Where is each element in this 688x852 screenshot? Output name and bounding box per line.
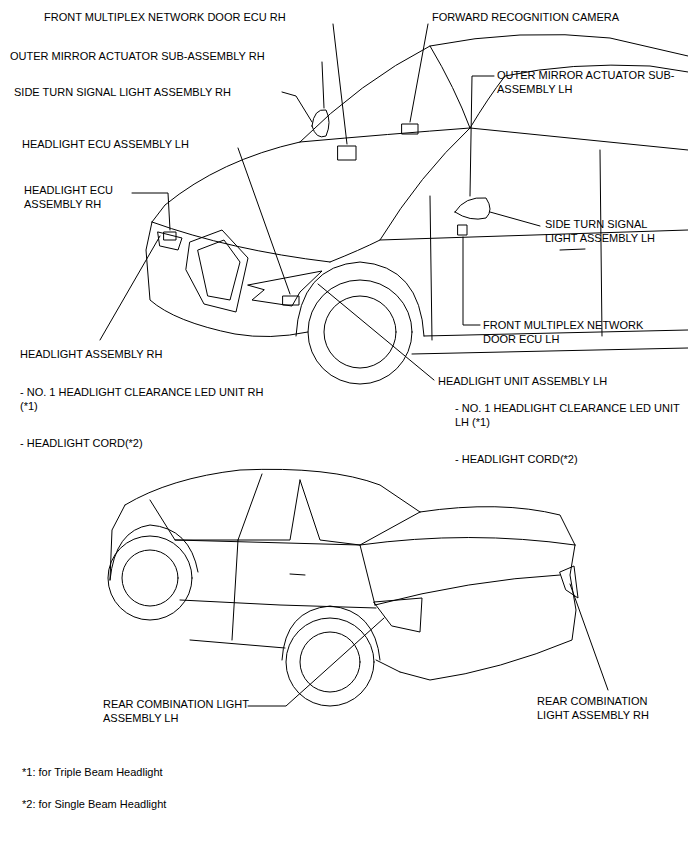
part-name: HEADLIGHT ECU ASSEMBLY LH: [22, 137, 242, 151]
part-name: HEADLIGHT ASSEMBLY RH: [20, 347, 220, 361]
front-car: [100, 24, 688, 384]
car-outline: [175, 540, 375, 605]
headlight-ecu-lh: [283, 296, 299, 305]
leader-line: [318, 284, 434, 380]
grille: [198, 240, 240, 300]
part-name: OUTER MIRROR ACTUATOR SUB-ASSEMBLY RH: [10, 49, 330, 63]
part-name: SIDE TURN SIGNAL LIGHT ASSEMBLY LH: [545, 217, 681, 245]
leader-line: [132, 193, 170, 230]
part-name: HEADLIGHT UNIT ASSEMBLY LH: [438, 374, 678, 388]
leader-line: [322, 62, 324, 108]
part-name: FRONT MULTIPLEX NETWORK DOOR ECU LH: [483, 318, 679, 346]
part-name: FRONT MULTIPLEX NETWORK DOOR ECU RH: [44, 10, 344, 24]
part-name: - NO. 1 HEADLIGHT CLEARANCE LED UNIT RH …: [20, 385, 270, 413]
leader-line: [410, 24, 428, 122]
rear-light-rh: [560, 566, 578, 598]
car-outline: [146, 222, 308, 337]
part-name: REAR COMBINATION LIGHT ASSEMBLY RH: [537, 694, 677, 722]
door-handle: [290, 574, 305, 575]
part-name: - HEADLIGHT CORD(*2): [20, 436, 220, 450]
car-outline: [110, 505, 125, 580]
door-ecu-rh: [338, 146, 356, 160]
grille: [186, 230, 248, 312]
rear-wheel: [286, 618, 374, 706]
door-handle: [560, 249, 585, 250]
headlight-ecu-rh: [164, 232, 176, 240]
mirror-lh: [455, 198, 490, 219]
front-wheel: [324, 296, 396, 368]
footnote: *1: for Triple Beam Headlight: [22, 765, 322, 779]
car-outline: [300, 480, 420, 545]
part-name: REAR COMBINATION LIGHT ASSEMBLY LH: [103, 697, 253, 725]
rear-wheel: [300, 632, 360, 692]
car-outline: [376, 660, 400, 672]
leader-line: [570, 584, 608, 690]
headlight-rh: [158, 232, 182, 250]
rear-wheel: [122, 550, 178, 606]
leader-line: [100, 236, 160, 340]
car-outline: [152, 142, 300, 222]
car-outline: [152, 222, 330, 262]
car-outline: [470, 128, 688, 150]
car-outline: [125, 469, 420, 512]
car-outline: [430, 46, 470, 128]
leader-line: [463, 237, 480, 325]
car-outline: [360, 538, 575, 546]
part-name: OUTER MIRROR ACTUATOR SUB-ASSEMBLY LH: [497, 68, 677, 96]
wheel-arch: [296, 262, 424, 336]
door-ecu-lh: [458, 225, 467, 235]
leader-line: [282, 92, 312, 122]
rear-light-lh: [374, 598, 422, 632]
leader-line: [470, 76, 494, 196]
headlight-lh: [248, 271, 322, 306]
footnote: *2: for Single Beam Headlight: [22, 797, 322, 811]
car-outline: [412, 348, 688, 354]
car-outline: [470, 65, 688, 128]
car-outline: [330, 128, 470, 262]
part-name: FORWARD RECOGNITION CAMERA: [432, 10, 662, 24]
car-outline: [420, 507, 575, 545]
car-outline: [238, 474, 262, 540]
car-outline: [300, 128, 470, 142]
rear-wheel: [108, 536, 192, 620]
part-name: HEADLIGHT ECU ASSEMBLY RH: [24, 183, 134, 211]
leader-line: [490, 212, 540, 226]
door-line: [430, 196, 432, 340]
car-outline: [180, 600, 376, 608]
car-outline: [300, 34, 688, 142]
car-outline: [375, 575, 560, 605]
leader-line: [238, 148, 290, 294]
car-outline: [190, 640, 285, 648]
part-name: - HEADLIGHT CORD(*2): [455, 452, 655, 466]
leader-line: [333, 24, 347, 144]
leader-line: [248, 618, 384, 706]
mirror-rh: [312, 110, 329, 137]
car-outline: [400, 545, 576, 680]
door-line: [232, 540, 238, 640]
front-wheel: [308, 280, 412, 384]
camera: [402, 124, 418, 134]
part-name: SIDE TURN SIGNAL LIGHT ASSEMBLY RH: [14, 85, 294, 99]
part-name: - NO. 1 HEADLIGHT CLEARANCE LED UNIT LH …: [455, 401, 683, 429]
rear-car: [108, 469, 608, 706]
